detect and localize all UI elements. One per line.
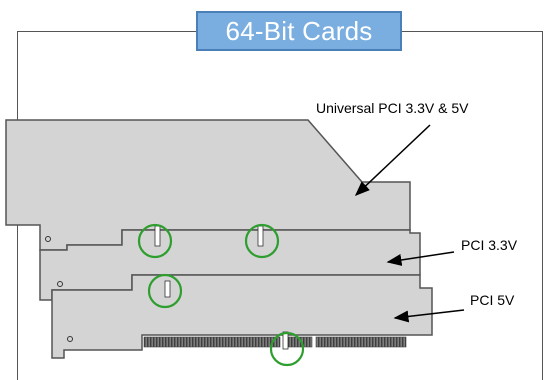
label-pci-5v: PCI 5V (470, 292, 515, 308)
key-notch (257, 225, 264, 247)
key-circle (147, 273, 183, 309)
pci33-card-hole (57, 281, 63, 287)
pci5-card (51, 274, 433, 359)
pci5-card-connector-a (143, 336, 281, 348)
key-circles (137, 223, 305, 367)
key-circle (269, 331, 305, 367)
universal-card-hole (45, 236, 51, 242)
key-circle (244, 223, 280, 259)
diagram-title: 64-Bit Cards (225, 15, 373, 46)
key-notch (282, 331, 289, 350)
pci5-card-hole (67, 336, 73, 342)
pci5-card-body (51, 274, 433, 359)
label-pci-3-3v: PCI 3.3V (461, 237, 518, 253)
title-box: 64-Bit Cards (196, 11, 402, 51)
arrow-pci33 (386, 251, 455, 266)
label-universal-pci: Universal PCI 3.3V & 5V (316, 100, 469, 116)
arrow-universal (354, 124, 431, 197)
pci5-card-connector-c (315, 336, 407, 348)
key-notch (164, 280, 171, 298)
arrow-pci5 (393, 309, 465, 323)
key-circle (137, 223, 173, 259)
key-notch (154, 225, 161, 247)
